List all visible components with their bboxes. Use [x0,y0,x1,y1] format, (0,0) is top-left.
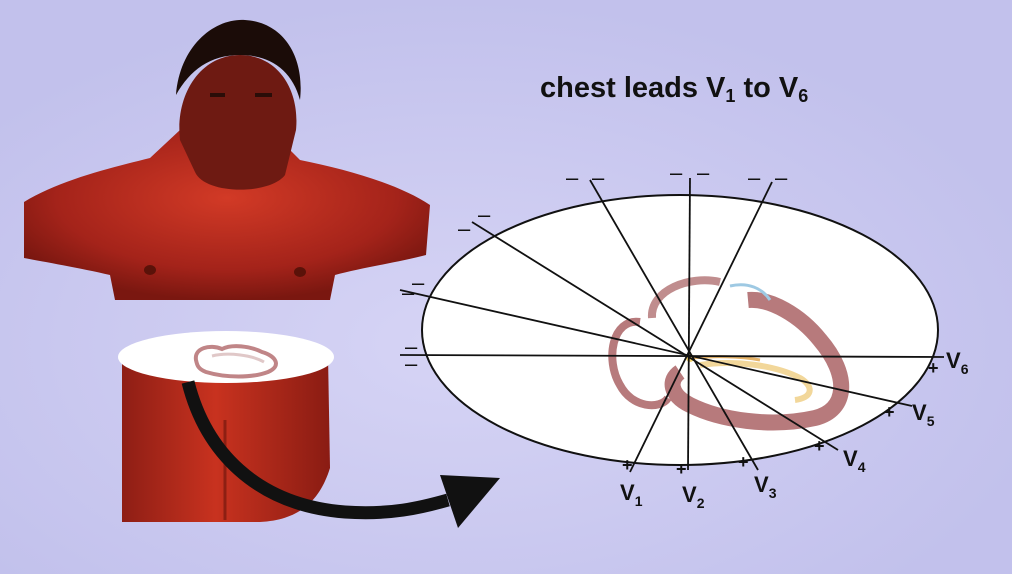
minus-v5b: – [412,270,425,295]
plus-v5: + [884,402,895,422]
minus-v4b: – [478,202,491,227]
title-prefix: chest leads V [540,72,725,104]
title-sub-start: 1 [725,86,735,106]
title-middle: to V [735,72,798,104]
minus-v3b: – [592,165,605,190]
plus-v2: + [676,459,687,479]
minus-v4: – [458,216,471,241]
minus-v3: – [566,165,579,190]
plus-v3: + [738,452,749,472]
plus-v4: + [814,436,825,456]
minus-v1: – [748,165,761,190]
cross-section-slice [118,331,334,522]
chest-cross-section-ellipse [422,195,938,465]
plus-v1: + [622,455,633,475]
minus-v1b: – [775,165,788,190]
minus-v2: – [670,160,683,185]
minus-v6b: – [405,351,418,376]
title-sub-end: 6 [798,86,808,106]
minus-v2b: – [697,160,710,185]
plus-v6: + [928,358,939,378]
diagram-title: chest leads V1 to V6 [540,72,808,107]
